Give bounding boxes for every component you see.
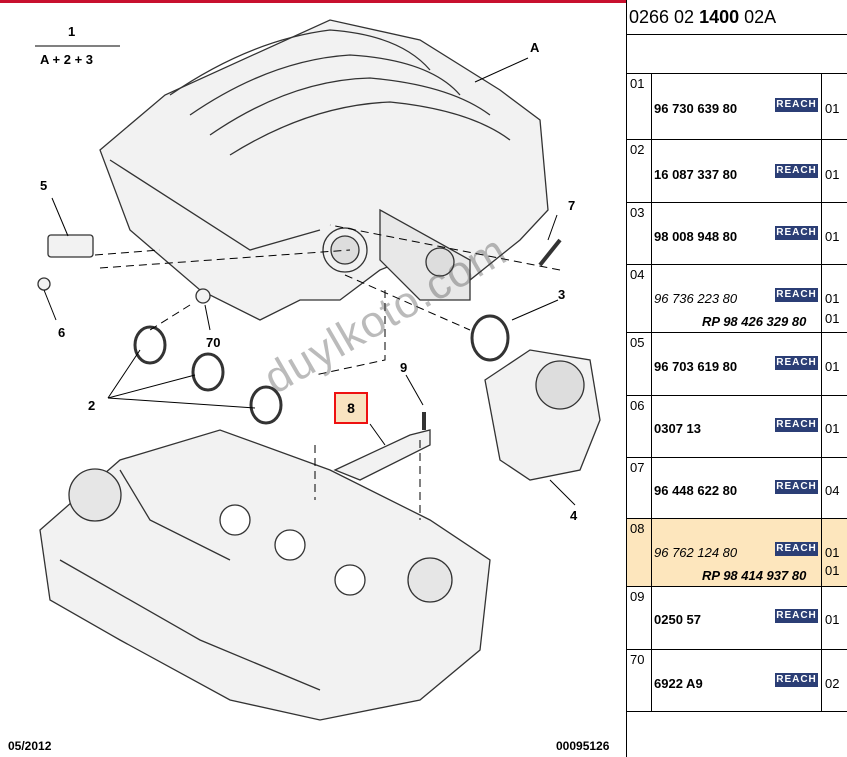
reach-badge: REACH <box>775 164 818 178</box>
col-divider <box>821 74 822 139</box>
part-qty: 01 <box>825 359 840 374</box>
callout-a: A <box>530 40 540 55</box>
part-qty: 01 <box>825 167 840 182</box>
part-qty: 01 <box>825 101 840 116</box>
part-index: 07 <box>630 460 645 475</box>
reach-badge: REACH <box>775 609 818 623</box>
col-divider <box>821 396 822 457</box>
plate-reference: 0266 02 1400 02A <box>627 0 847 35</box>
part-index: 08 <box>630 521 645 536</box>
part-number: 0307 13 <box>654 421 701 436</box>
part-index: 09 <box>630 589 645 604</box>
col-divider <box>651 74 652 139</box>
callout-1: 1 <box>68 24 76 39</box>
ref-suffix: 02A <box>739 7 777 27</box>
part-index: 02 <box>630 142 645 157</box>
col-divider <box>821 265 822 332</box>
callout-5: 5 <box>40 178 48 193</box>
part-row-02[interactable]: 02 16 087 337 80 REACH 01 <box>627 139 847 202</box>
col-divider <box>651 650 652 711</box>
callout-3: 3 <box>558 287 566 302</box>
reach-badge: REACH <box>775 226 818 240</box>
ref-prefix: 0266 02 <box>629 7 700 27</box>
part-number: 6922 A9 <box>654 676 703 691</box>
part-row-01[interactable]: 01 96 730 639 80 REACH 01 <box>627 73 847 139</box>
col-divider <box>651 265 652 332</box>
part-qty: 01 <box>825 612 840 627</box>
part-index: 70 <box>630 652 645 667</box>
col-divider <box>821 458 822 518</box>
callout-8-highlight[interactable]: 8 <box>334 392 368 424</box>
part-row-07[interactable]: 07 96 448 622 80 REACH 04 <box>627 457 847 518</box>
part-number: 0250 57 <box>654 612 701 627</box>
callout-2: 2 <box>88 398 96 413</box>
plate-number: 00095126 <box>556 739 610 753</box>
replacement-qty: 01 <box>825 311 840 326</box>
callout-6: 6 <box>58 325 66 340</box>
diagram-drawing <box>35 19 601 721</box>
col-divider <box>821 519 822 586</box>
part-index: 04 <box>630 267 645 282</box>
part-row-70[interactable]: 70 6922 A9 REACH 02 <box>627 649 847 712</box>
reach-badge: REACH <box>775 480 818 494</box>
col-divider <box>651 140 652 202</box>
callout-4: 4 <box>570 508 578 523</box>
part-number: 16 087 337 80 <box>654 167 738 182</box>
part-qty: 01 <box>825 229 840 244</box>
parts-panel: 0266 02 1400 02A 01 96 730 639 80 REACH … <box>626 0 847 757</box>
callout-7: 7 <box>568 198 576 213</box>
col-divider <box>651 458 652 518</box>
reach-badge: REACH <box>775 542 818 556</box>
part-index: 05 <box>630 335 645 350</box>
part-qty: 02 <box>825 676 840 691</box>
reach-badge: REACH <box>775 288 818 302</box>
reach-badge: REACH <box>775 356 818 370</box>
part-index: 06 <box>630 398 645 413</box>
part-number: 96 730 639 80 <box>654 101 738 116</box>
part-number: 98 008 948 80 <box>654 229 738 244</box>
col-divider <box>651 203 652 264</box>
part-number: 96 736 223 80 <box>654 291 738 306</box>
callout-9: 9 <box>400 360 408 375</box>
callout-1-subtitle: A + 2 + 3 <box>40 52 93 67</box>
part-row-05[interactable]: 05 96 703 619 80 REACH 01 <box>627 332 847 395</box>
part-row-08[interactable]: 08 96 762 124 80 REACH 01 RP 98 414 937 … <box>627 518 847 586</box>
part-row-06[interactable]: 06 0307 13 REACH 01 <box>627 395 847 457</box>
part-row-03[interactable]: 03 98 008 948 80 REACH 01 <box>627 202 847 264</box>
part-index: 03 <box>630 205 645 220</box>
replacement-part: RP 98 426 329 80 <box>702 314 807 329</box>
exploded-diagram: 1 A + 2 + 3 A 5 6 7 70 3 2 9 4 8 duylkot… <box>0 0 626 753</box>
col-divider <box>651 396 652 457</box>
replacement-part: RP 98 414 937 80 <box>702 568 807 583</box>
col-divider <box>821 650 822 711</box>
part-qty: 04 <box>825 483 840 498</box>
col-divider <box>651 587 652 649</box>
replacement-qty: 01 <box>825 563 840 578</box>
reach-badge: REACH <box>775 98 818 112</box>
part-index: 01 <box>630 76 645 91</box>
col-divider <box>651 333 652 395</box>
part-number: 96 703 619 80 <box>654 359 738 374</box>
diagram-date: 05/2012 <box>8 739 52 753</box>
part-row-09[interactable]: 09 0250 57 REACH 01 <box>627 586 847 649</box>
reach-badge: REACH <box>775 673 818 687</box>
reach-badge: REACH <box>775 418 818 432</box>
part-qty: 01 <box>825 421 840 436</box>
callout-70: 70 <box>206 335 221 350</box>
part-qty: 01 <box>825 545 840 560</box>
part-number: 96 762 124 80 <box>654 545 738 560</box>
col-divider <box>821 140 822 202</box>
col-divider <box>821 333 822 395</box>
ref-bold: 1400 <box>699 7 740 27</box>
part-row-04[interactable]: 04 96 736 223 80 REACH 01 RP 98 426 329 … <box>627 264 847 332</box>
col-divider <box>821 587 822 649</box>
col-divider <box>651 519 652 586</box>
col-divider <box>821 203 822 264</box>
top-rule <box>0 0 626 3</box>
part-number: 96 448 622 80 <box>654 483 738 498</box>
part-qty: 01 <box>825 291 840 306</box>
